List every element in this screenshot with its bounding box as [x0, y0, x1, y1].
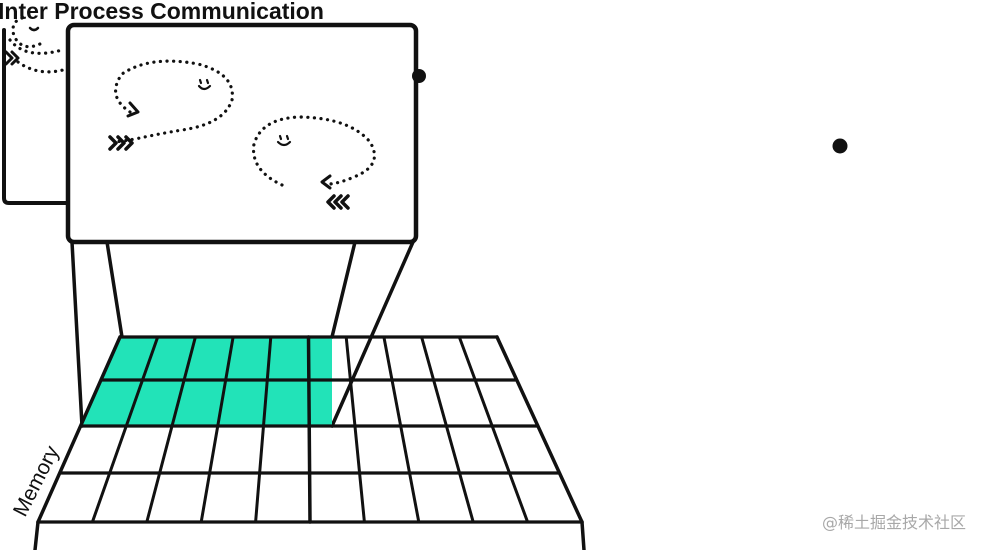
- grid-column-line: [382, 335, 421, 524]
- background-window: [2, 16, 72, 205]
- memory-grid: [33, 335, 586, 550]
- diagram-title: Inter Process Communication: [0, 0, 324, 24]
- grid-column-line: [457, 335, 530, 524]
- grid-column-line: [495, 335, 584, 524]
- grid-column-line: [344, 335, 366, 524]
- process-window: [65, 22, 419, 245]
- chevrons-right-icon: [108, 135, 134, 151]
- chevrons-left-icon: [326, 194, 350, 210]
- window-handle-dot: [412, 69, 426, 83]
- grid-column-line: [145, 335, 197, 524]
- grid-column-line: [306, 335, 312, 524]
- detached-dot: [832, 138, 848, 154]
- process-blob-right: [251, 115, 376, 210]
- grid-column-line: [254, 335, 273, 524]
- grid-column-line: [36, 335, 122, 524]
- grid-column-line: [90, 335, 160, 524]
- grid-right-edge: [580, 520, 586, 550]
- process-blob-left: [108, 59, 234, 151]
- grid-column-line: [199, 335, 235, 524]
- grid-left-edge: [33, 520, 40, 550]
- watermark: @稀土掘金技术社区: [822, 513, 966, 532]
- grid-column-line: [420, 335, 475, 524]
- projection-lines: [70, 240, 415, 428]
